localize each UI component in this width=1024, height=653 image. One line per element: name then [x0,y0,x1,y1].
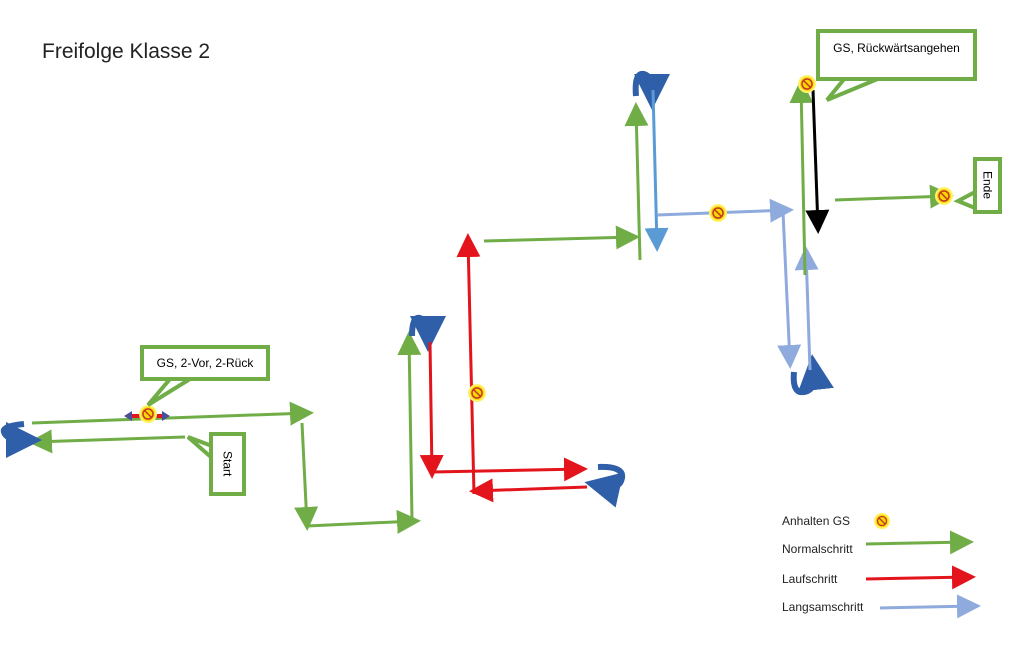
slow-step [644,89,669,252]
backward-step [805,89,830,234]
callout-tail [186,435,214,460]
u-turn-icon [790,354,834,396]
normal-step [483,225,640,250]
u-turn-icon [584,463,626,508]
run-step [419,341,444,479]
legend-stop-icon [873,512,891,530]
u-turn-icon [632,70,670,110]
callout-tail [146,377,192,407]
normal-step [624,102,649,261]
run-step [456,233,481,495]
legend-label: Langsamschritt [782,600,864,614]
callout-start: Start [209,432,246,496]
stop-icon [935,187,953,205]
run-step [431,457,588,482]
normal-step [28,429,186,454]
callout-tail [825,76,881,102]
stop-icon [139,405,157,423]
stop-icon [798,75,816,93]
u-turn-icon [0,421,42,458]
normal-step [294,422,319,531]
legend-label: Laufschritt [782,572,838,586]
callout-tail [953,190,976,210]
legend-label: Normalschritt [782,542,853,556]
legend-slow-arrow [879,594,981,619]
stop-icon [709,204,727,222]
callout-gs-vor-rueck: GS, 2-Vor, 2-Rück [140,345,270,381]
normal-step [397,331,422,521]
diagram-title: Freifolge Klasse 2 [42,40,211,63]
callout-ende: Ende [973,157,1002,214]
normal-step [789,79,814,276]
callout-gs-rueckwaerts: GS, Rückwärtsangehen [816,29,977,81]
run-step [469,478,588,503]
slow-step [794,246,819,371]
legend-run-arrow [865,565,976,590]
legend-normal-arrow [865,530,974,555]
normal-step [31,401,314,426]
u-turn-icon [409,314,446,352]
normal-step [306,509,421,534]
legend-label: Anhalten GS [782,514,851,528]
stop-icon [468,384,486,402]
slow-step [777,211,802,369]
normal-step [834,184,954,209]
